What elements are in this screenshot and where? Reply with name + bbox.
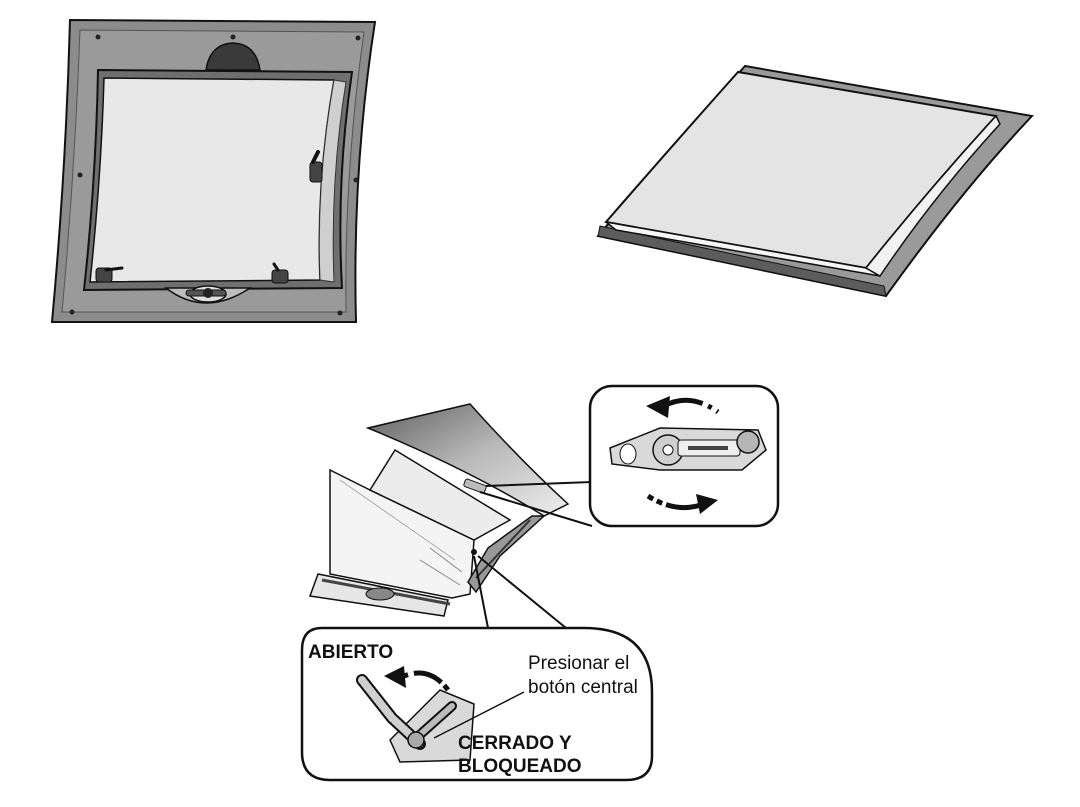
bottom-left-latch	[95, 266, 124, 283]
latch-detail-callout	[300, 626, 654, 782]
top-handle-recess	[205, 42, 261, 71]
hatch-glass-panel	[89, 77, 335, 283]
crank-detail-callout	[588, 384, 780, 528]
open-arrow	[403, 670, 450, 692]
side-latch	[309, 150, 323, 183]
label-abierto: ABIERTO	[308, 642, 393, 663]
frame-screws	[69, 34, 361, 316]
label-press-line1: Presionar el	[528, 653, 629, 674]
label-closed-line1: CERRADO Y	[458, 733, 572, 754]
hatch-interior-view	[50, 18, 377, 323]
hatch-open-view	[300, 384, 780, 782]
label-closed-line2: BLOQUEADO	[458, 756, 582, 777]
label-press-line2: botón central	[528, 677, 638, 698]
bottom-right-latch	[271, 262, 289, 284]
hatch-exterior-view	[596, 64, 1035, 298]
central-handle	[163, 285, 253, 304]
